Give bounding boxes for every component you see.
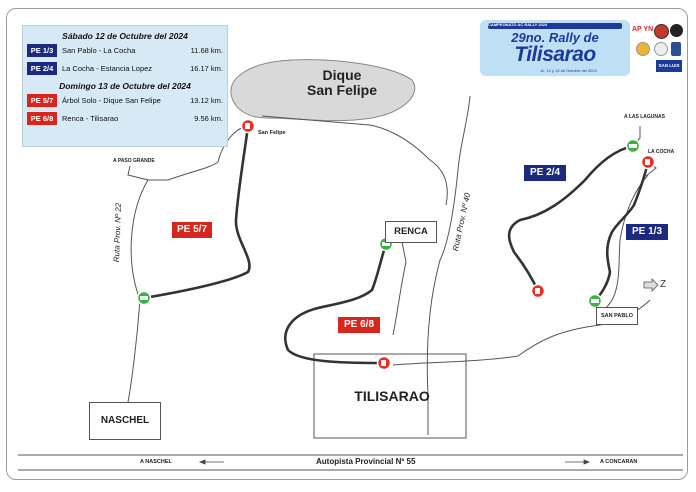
sponsor-badge-icon bbox=[654, 42, 668, 56]
logo-stripe bbox=[488, 23, 622, 29]
logo-championship: CAMPEONATO AC RALLY 2024 bbox=[488, 22, 548, 27]
legend-stage-name: San Pablo - La Cocha bbox=[62, 46, 136, 55]
stage-route-pe68 bbox=[284, 242, 388, 365]
dique-lake bbox=[230, 59, 416, 122]
stage-route-pe57 bbox=[142, 124, 251, 300]
road-east-loop bbox=[599, 174, 649, 313]
sponsor-badge-icon bbox=[636, 42, 650, 56]
sponsor-badge-icon bbox=[654, 24, 669, 39]
legend-day-2: Domingo 13 de Octubre del 2024 bbox=[59, 81, 191, 91]
label-a-concaran: A CONCARAN bbox=[600, 459, 638, 465]
autopista bbox=[18, 454, 683, 471]
sponsor-badge-icon bbox=[670, 24, 683, 37]
autopista-arrows bbox=[198, 459, 591, 465]
stage-badge-pe24: PE 2/4 bbox=[524, 165, 566, 181]
label-a-naschel: A NASCHEL bbox=[140, 459, 172, 465]
legend-row: PE 1/3 San Pablo - La Cocha 11.68 km. bbox=[27, 44, 223, 57]
legend-stage-name: Renca - Tilisarao bbox=[62, 114, 119, 123]
sponsor-apyn: AP YN bbox=[632, 26, 654, 33]
tilisarao-area bbox=[313, 353, 467, 439]
place-tilisarao: TILISARAO bbox=[354, 388, 430, 404]
logo-line-2: Tilisarao bbox=[514, 43, 596, 66]
logo-banner: CAMPEONATO AC RALLY 2024 29no. Rally de … bbox=[480, 20, 630, 76]
logo-dates: 11, 12 y 13 de Octubre del 2024 bbox=[540, 68, 597, 73]
north-arrow-icon bbox=[643, 278, 659, 292]
rally-logo: CAMPEONATO AC RALLY 2024 29no. Rally de … bbox=[480, 20, 684, 78]
sponsor-san-luis: SAN LUIS bbox=[656, 60, 682, 72]
place-san-felipe: San Felipe bbox=[258, 130, 286, 136]
finish-markers bbox=[240, 118, 656, 371]
place-naschel: NASCHEL bbox=[89, 402, 161, 440]
legend-stage-name: La Cocha - Estancia Lopez bbox=[62, 64, 153, 73]
place-la-cocha: LA COCHA bbox=[648, 149, 675, 155]
road-ruta-22 bbox=[127, 165, 149, 403]
compass-label: Z bbox=[660, 279, 667, 290]
legend-distance: 9.56 km. bbox=[194, 114, 223, 123]
logo-line-1: 29no. Rally de bbox=[511, 30, 599, 45]
road-ruta-40 bbox=[426, 95, 471, 397]
legend-stage-name: Árbol Solo - Dique San Felipe bbox=[62, 96, 161, 105]
road-paso-grande-link bbox=[148, 161, 219, 181]
legend-code: PE 6/8 bbox=[27, 112, 57, 125]
legend-code: PE 5/7 bbox=[27, 94, 57, 107]
road-dique-to-renca bbox=[261, 115, 448, 206]
stage-badge-pe68: PE 6/8 bbox=[338, 317, 380, 333]
map-frame bbox=[6, 8, 688, 480]
stage-route-pe13 bbox=[593, 160, 650, 303]
label-autopista: Autopista Provincial Nº 55 bbox=[316, 457, 416, 466]
start-markers bbox=[136, 138, 641, 309]
stage-badge-pe13: PE 1/3 bbox=[626, 224, 668, 240]
sponsor-badge-icon bbox=[671, 42, 681, 56]
stage-legend: Sábado 12 de Octubre del 2024 PE 1/3 San… bbox=[22, 25, 228, 147]
place-a-paso-grande: A PASO GRANDE bbox=[113, 158, 155, 164]
road-renca-down bbox=[392, 241, 407, 336]
place-renca: RENCA bbox=[385, 221, 437, 243]
legend-distance: 11.68 km. bbox=[190, 46, 223, 55]
legend-row: PE 2/4 La Cocha - Estancia Lopez 16.17 k… bbox=[27, 62, 223, 75]
legend-day-1: Sábado 12 de Octubre del 2024 bbox=[62, 31, 188, 41]
legend-row: PE 6/8 Renca - Tilisarao 9.56 km. bbox=[27, 112, 223, 125]
legend-row: PE 5/7 Árbol Solo - Dique San Felipe 13.… bbox=[27, 94, 223, 107]
place-san-pablo: SAN PABLO bbox=[596, 307, 638, 325]
place-a-las-lagunas: A LAS LAGUNAS bbox=[624, 114, 665, 120]
legend-code: PE 1/3 bbox=[27, 44, 57, 57]
legend-distance: 16.17 km. bbox=[190, 64, 223, 73]
stage-route-pe24 bbox=[507, 144, 635, 293]
stage-badge-pe57: PE 5/7 bbox=[172, 222, 212, 238]
legend-code: PE 2/4 bbox=[27, 62, 57, 75]
legend-distance: 13.12 km. bbox=[190, 96, 223, 105]
